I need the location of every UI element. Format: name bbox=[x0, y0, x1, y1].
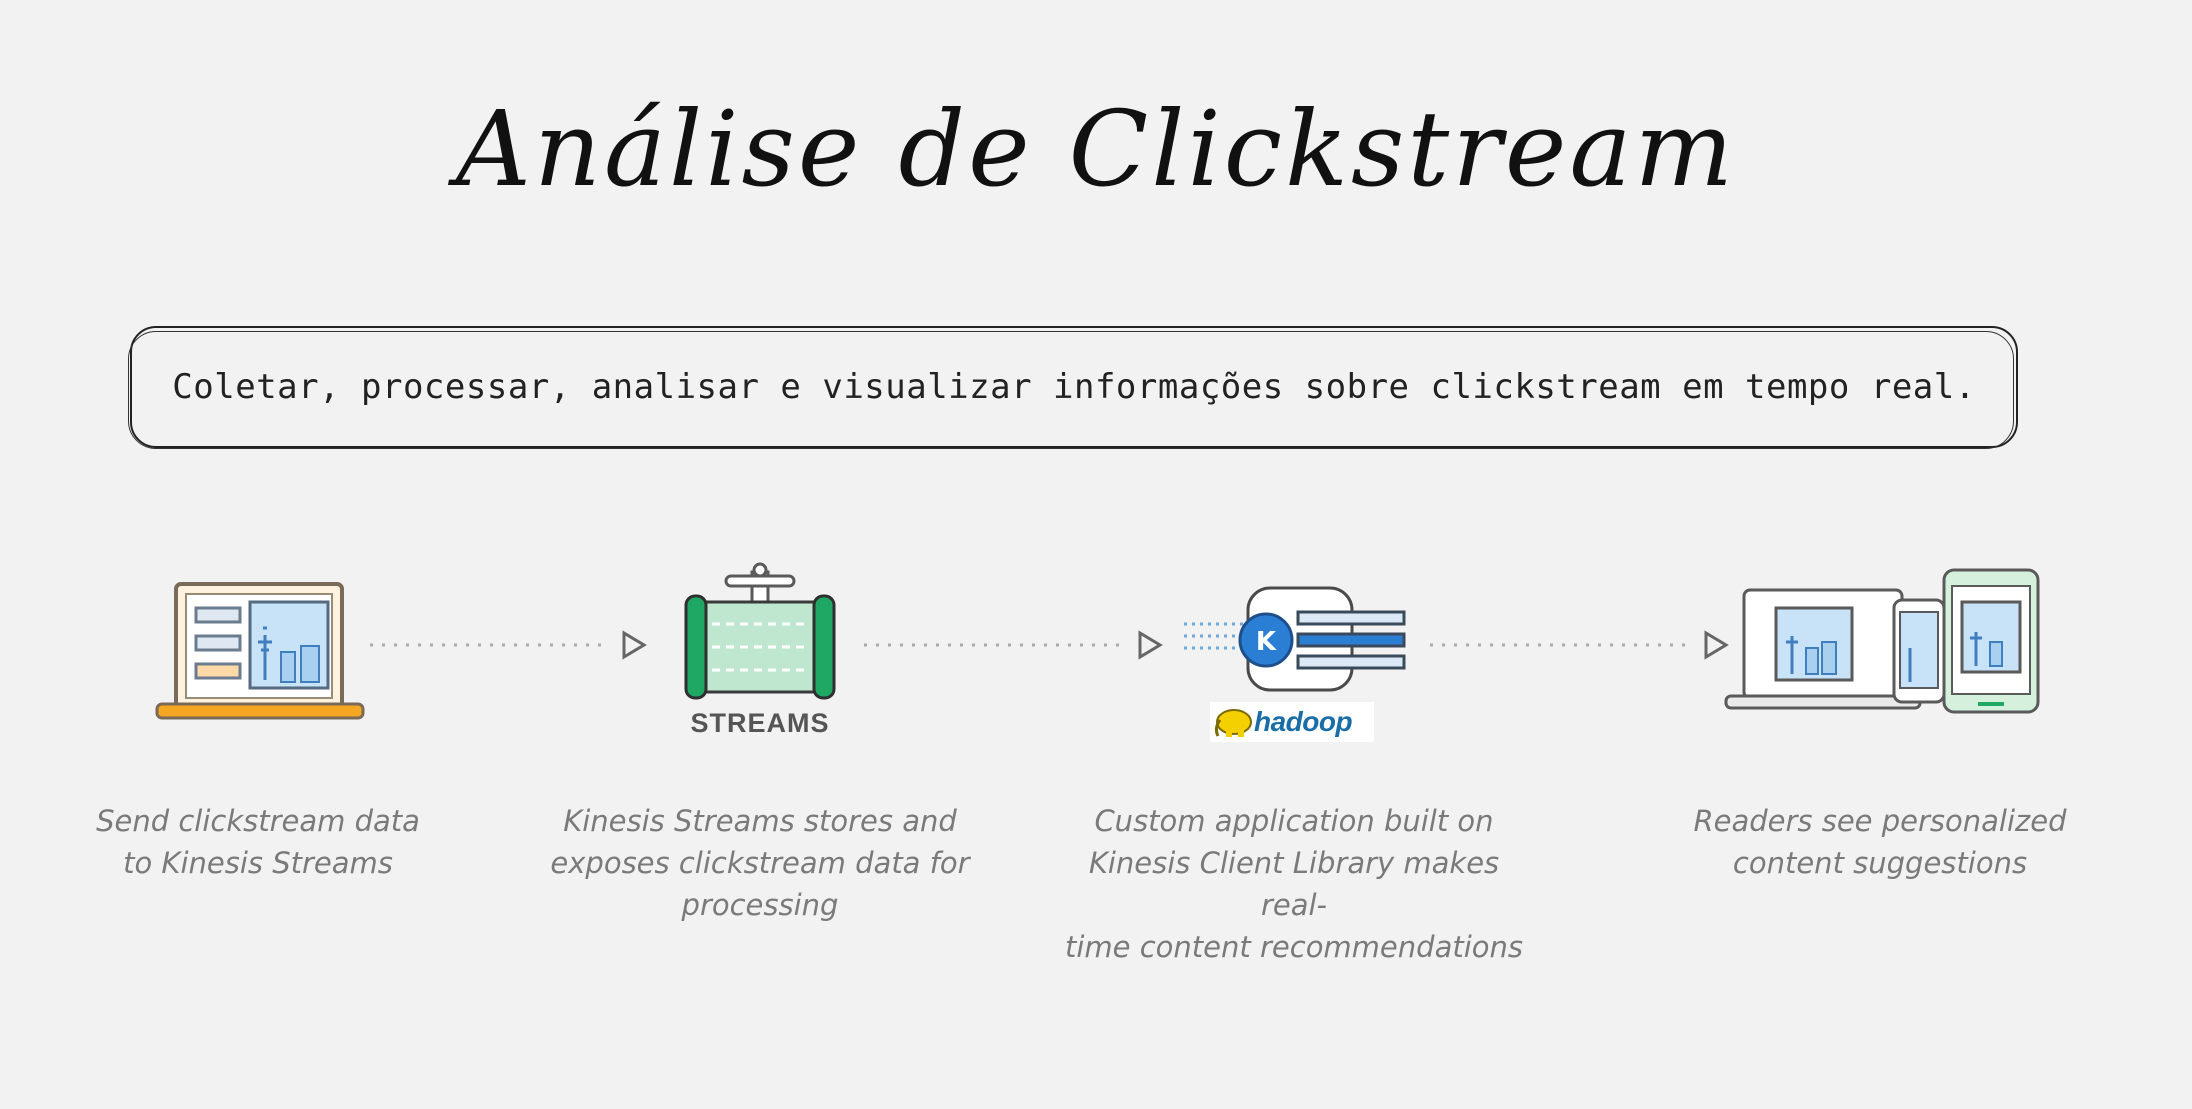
subtitle-box: Coletar, processar, analisar e visualiza… bbox=[128, 326, 2018, 449]
flow-arrow-1 bbox=[370, 630, 647, 660]
hadoop-text: hadoop bbox=[1254, 706, 1353, 737]
caption-line: time content recommendations bbox=[1065, 930, 1523, 964]
caption-step-4: Readers see personalized content suggest… bbox=[1650, 800, 2110, 884]
caption-step-2: Kinesis Streams stores and exposes click… bbox=[530, 800, 990, 926]
caption-step-1: Send clickstream data to Kinesis Streams bbox=[28, 800, 488, 884]
kinesis-client-app-icon: K bbox=[1184, 586, 1406, 692]
flow-arrow-3 bbox=[1430, 630, 1729, 660]
caption-line: content suggestions bbox=[1732, 846, 2028, 880]
caption-line: exposes clickstream data for bbox=[550, 846, 970, 880]
caption-step-3: Custom application built on Kinesis Clie… bbox=[1064, 800, 1524, 968]
caption-line: Kinesis Client Library makes real- bbox=[1088, 846, 1500, 922]
flow-arrow-2 bbox=[864, 630, 1163, 660]
streams-pipe-icon bbox=[684, 562, 836, 700]
page-title: Análise de Clickstream bbox=[455, 88, 1737, 210]
hadoop-logo: hadoop bbox=[1210, 702, 1374, 742]
laptop-icon bbox=[155, 582, 365, 720]
streams-label: STREAMS bbox=[690, 708, 830, 738]
sketch-border bbox=[128, 331, 2014, 449]
hadoop-elephant-icon bbox=[1214, 709, 1252, 737]
subtitle-text: Coletar, processar, analisar e visualiza… bbox=[172, 367, 1976, 407]
caption-line: Custom application built on bbox=[1094, 804, 1494, 838]
multi-device-icon bbox=[1724, 568, 2040, 714]
caption-line: to Kinesis Streams bbox=[123, 846, 393, 880]
svg-text:K: K bbox=[1256, 627, 1277, 657]
caption-line: Kinesis Streams stores and bbox=[563, 804, 957, 838]
caption-line: Readers see personalized bbox=[1693, 804, 2067, 838]
caption-line: processing bbox=[681, 888, 839, 922]
caption-line: Send clickstream data bbox=[96, 804, 420, 838]
